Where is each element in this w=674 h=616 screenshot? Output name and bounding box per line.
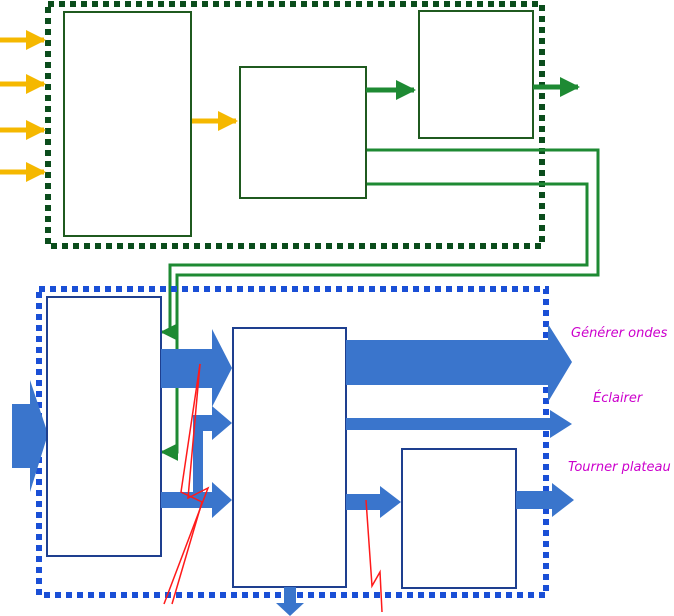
input-arrows xyxy=(0,30,46,182)
output-arrow-light xyxy=(346,410,572,438)
control-wire-lower xyxy=(160,182,589,341)
process-block xyxy=(239,66,367,199)
control-wire-upper xyxy=(160,148,600,461)
energy-arrow-transmit xyxy=(346,486,401,518)
acquire-block xyxy=(63,11,192,237)
output-arrow-waves xyxy=(346,324,572,402)
output-arrow-rotate xyxy=(516,483,574,517)
energy-branch-vertical xyxy=(193,415,203,500)
arrow-down-icon xyxy=(276,587,304,616)
energy-input-arrow xyxy=(12,380,48,492)
information-chain-frame xyxy=(45,1,545,249)
label-illuminate: Éclairer xyxy=(593,390,644,406)
power-chain-frame xyxy=(36,286,549,598)
transmit-block xyxy=(401,448,517,589)
communicate-block xyxy=(418,10,534,139)
label-generate-waves: Générer ondes xyxy=(571,326,668,341)
zigzag-break-icon xyxy=(171,363,203,605)
energy-arrow-large xyxy=(161,329,232,407)
zigzag-break-icon xyxy=(365,499,383,613)
convert-block xyxy=(232,327,347,588)
label-rotate-turntable: Tourner plateau xyxy=(568,460,671,475)
energy-arrow-branch xyxy=(193,406,232,440)
zigzag-break-icon xyxy=(163,363,210,605)
distribute-block xyxy=(46,296,162,557)
